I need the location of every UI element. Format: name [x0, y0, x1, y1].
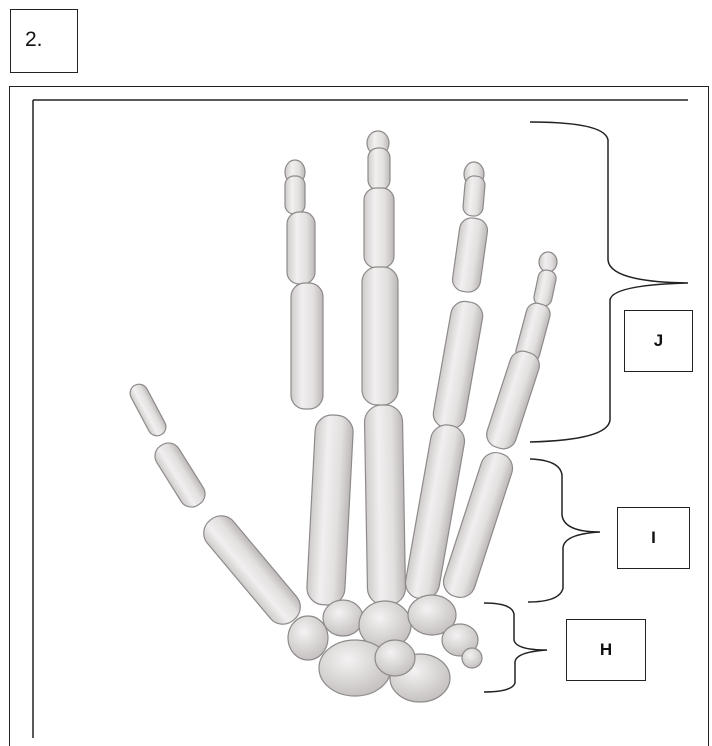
carpal-bones — [288, 595, 482, 702]
hand-bones — [127, 131, 558, 702]
brace-i — [528, 459, 600, 602]
label-h: H — [566, 619, 646, 681]
thumb-bones — [127, 381, 307, 631]
index-finger-bones — [285, 160, 354, 606]
label-j: J — [624, 310, 693, 372]
label-i: I — [617, 507, 690, 569]
brace-h — [484, 603, 547, 692]
middle-finger-bones — [362, 131, 406, 605]
